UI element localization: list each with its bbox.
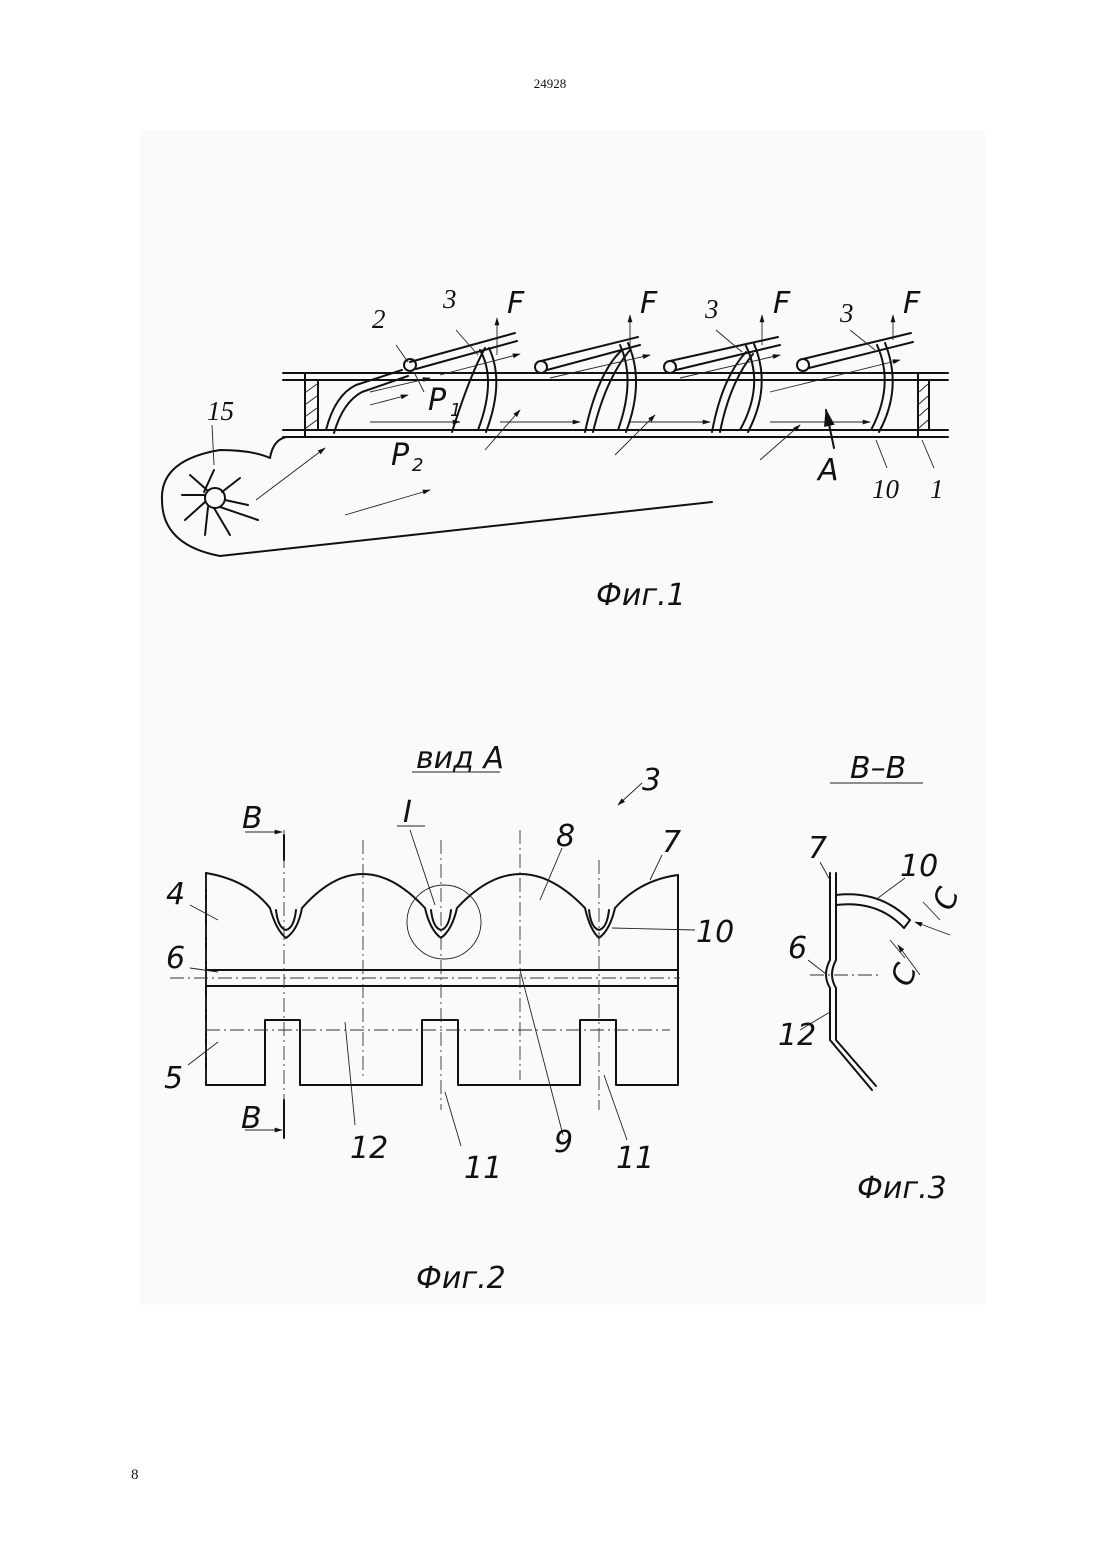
fan-housing [162,437,712,556]
detail-circle [407,885,481,959]
fig3-label-10: 10 [900,849,938,884]
label-flap-a: 3 [442,284,457,314]
fig3-label-12: 12 [778,1018,816,1053]
figure-1: 15 2 3 3 3 F F F F P 1 P 2 A 10 1 Фиг.1 [162,284,948,613]
label-part-7: 7 [662,825,681,860]
figure-3: В–В 7 10 6 12 С С Фиг.3 [778,751,967,1206]
label-pressure-1-sub: 1 [450,400,461,421]
label-part-12: 12 [350,1131,388,1166]
label-section-bottom: В [241,1101,262,1136]
label-part-10: 10 [696,915,734,950]
label-flap-b: 3 [704,294,719,324]
label-force-2: F [640,286,658,321]
label-flap-c: 3 [839,298,854,328]
label-fan: 15 [207,396,234,426]
label-section-top: В [242,801,263,836]
figure-2: вид А [164,741,734,1296]
label-force-1: F [507,286,525,321]
label-frame: 1 [930,474,944,504]
fig3-caption: Фиг.3 [857,1171,947,1206]
label-hinge: 2 [372,304,386,334]
flow-arrows [256,315,900,515]
label-view-arrow: A [816,453,839,488]
label-wall-edge: 10 [872,474,900,504]
label-part-11b: 11 [616,1141,654,1176]
fig2-view-title: вид А [416,741,504,776]
fig3-view-title: В–В [850,751,906,786]
fig3-label-7: 7 [808,831,827,866]
label-detail: I [403,795,412,830]
label-part-11a: 11 [464,1151,502,1186]
label-part-3: 3 [642,763,661,798]
label-pressure-2: P [391,438,410,473]
label-pressure-1: P [428,383,447,418]
fig3-label-6: 6 [788,931,807,966]
label-part-5: 5 [164,1061,183,1096]
fig2-caption: Фиг.2 [416,1261,506,1296]
label-part-4: 4 [166,877,185,912]
louvre-unit-3 [664,337,780,432]
louvre-unit-1 [326,333,517,433]
label-force-3: F [773,286,791,321]
fig3-cut-2: С [885,959,925,991]
blank-outline [206,873,678,1085]
louvre-unit-2 [535,337,640,432]
label-part-9: 9 [554,1125,573,1160]
louvre-unit-4 [797,333,913,432]
label-part-6: 6 [166,941,185,976]
page-number-bottom: 8 [131,1467,139,1484]
fig1-caption: Фиг.1 [596,578,686,613]
fig3-cut-1: С [927,883,967,915]
label-part-8: 8 [556,819,575,854]
label-force-4: F [903,286,921,321]
label-pressure-2-sub: 2 [412,455,423,476]
